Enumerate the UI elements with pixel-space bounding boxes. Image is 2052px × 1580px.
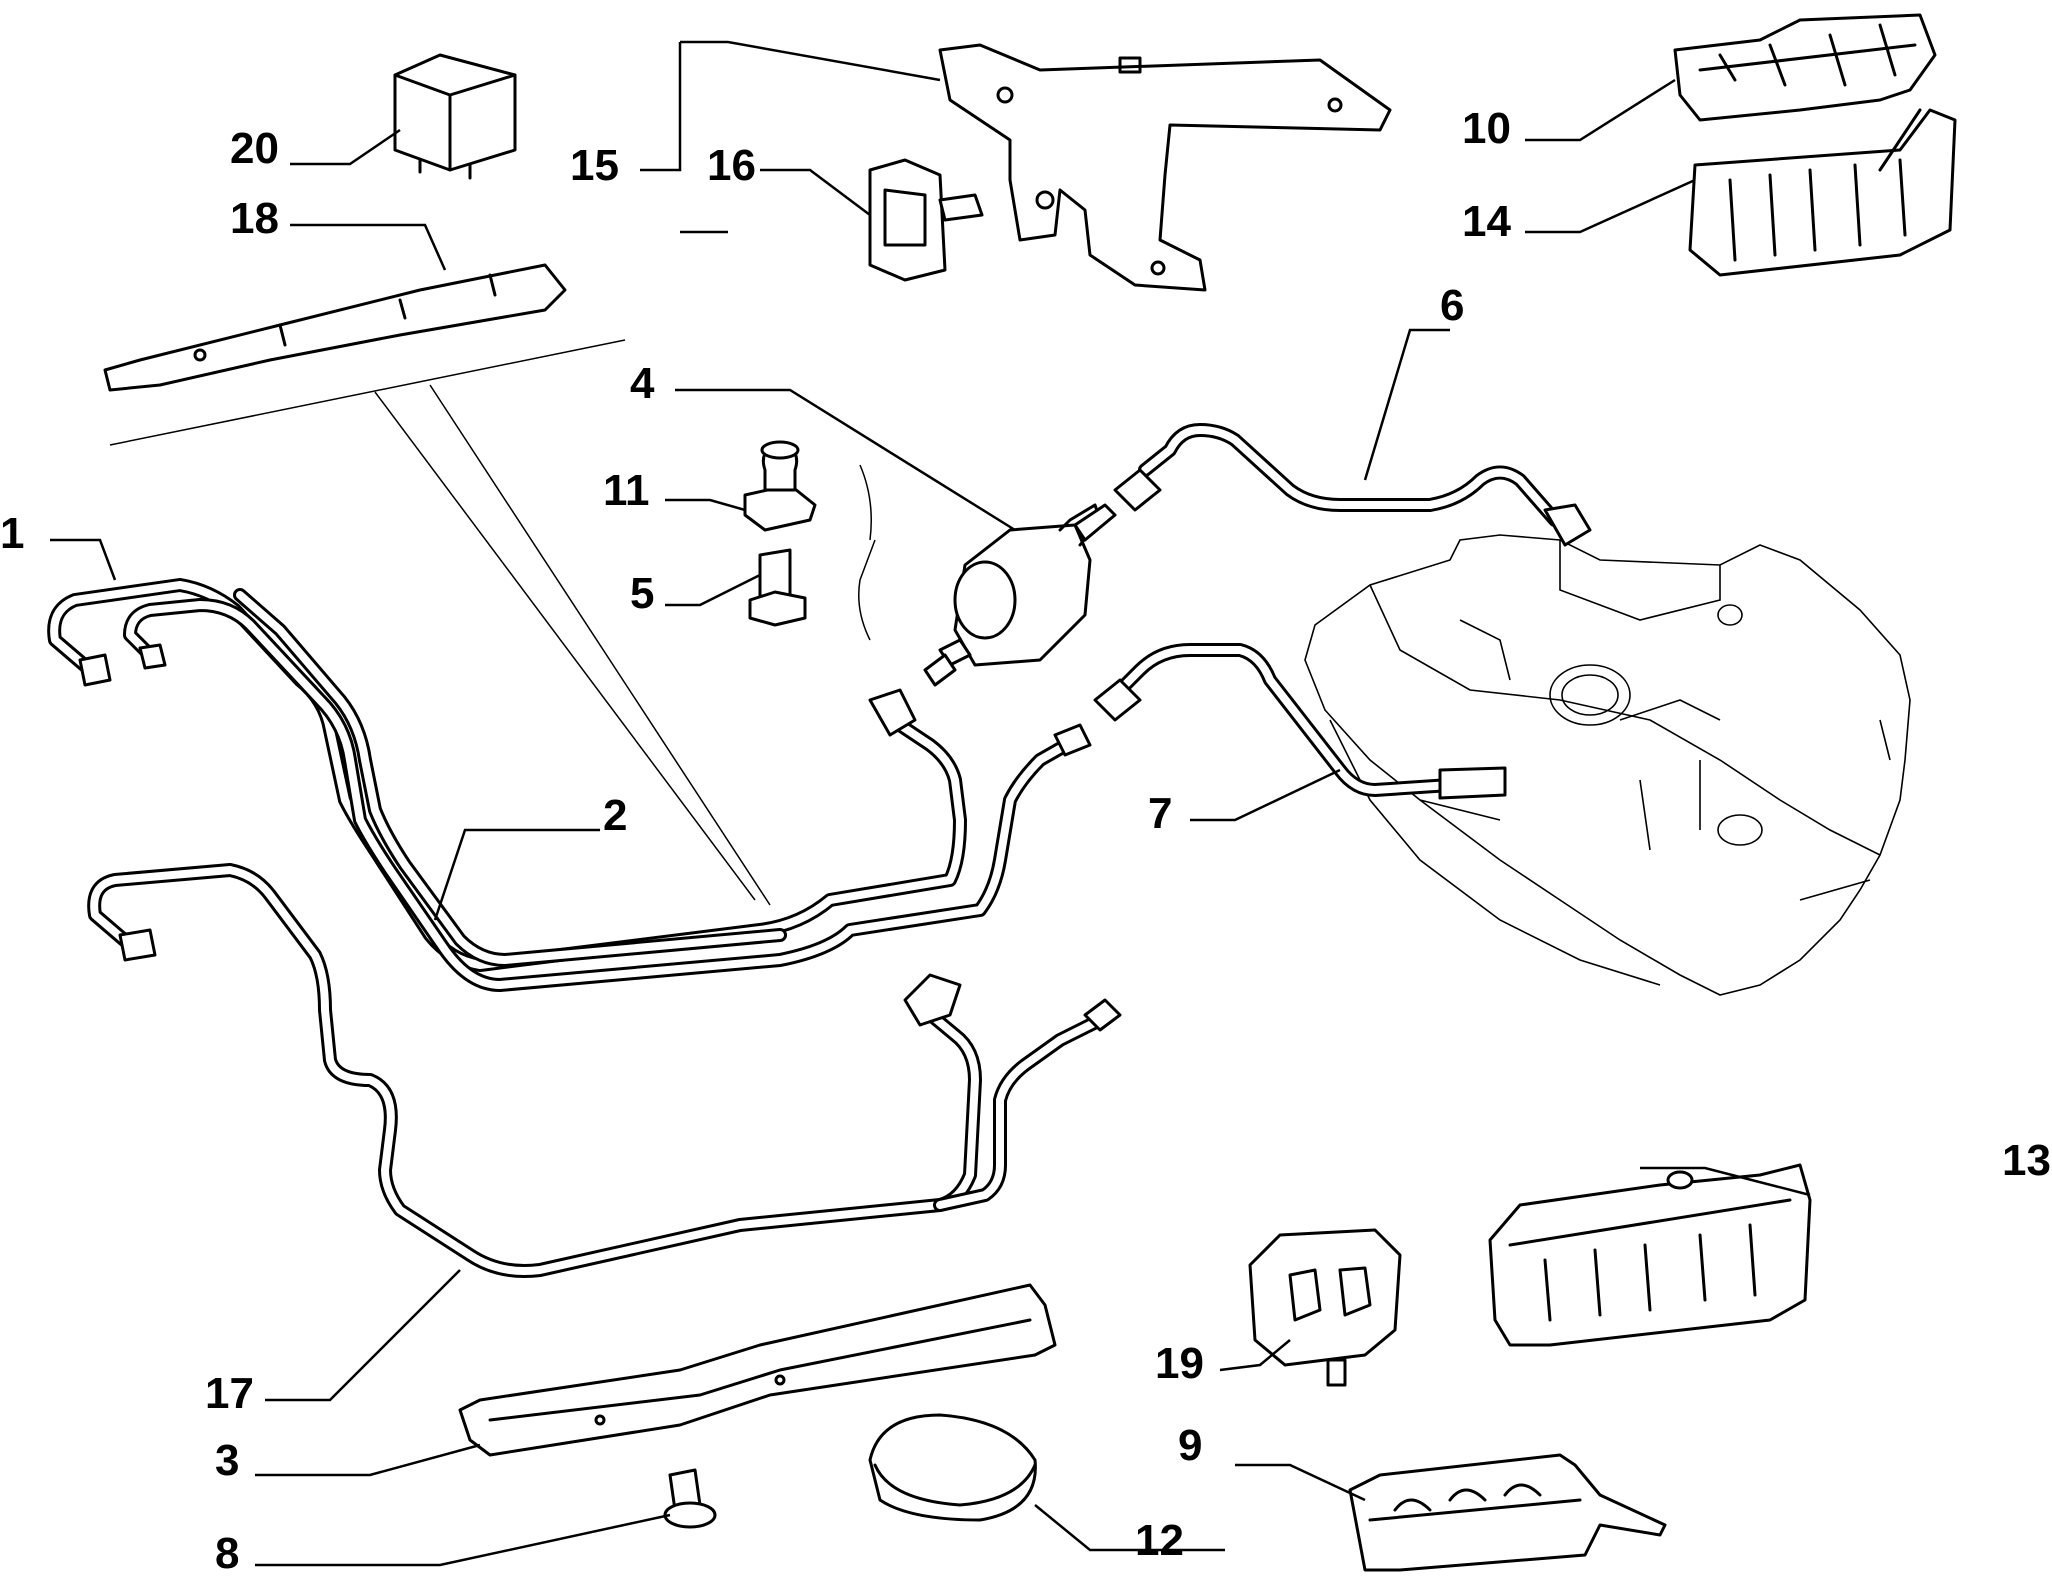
part-6-fuel-pipe: [1113, 423, 1592, 547]
part-12-grommet: [868, 1413, 1037, 1522]
callout-5: 5: [630, 569, 654, 618]
callout-6: 6: [1440, 281, 1464, 330]
part-5-bolt: [748, 548, 807, 627]
callout-20: 20: [230, 124, 279, 173]
part-9-clip-strip: [1348, 1453, 1667, 1572]
callout-18: 18: [230, 194, 279, 243]
part-15-mounting-bracket: [938, 43, 1392, 292]
callout-4: 4: [630, 359, 655, 408]
part-3-bracket: [458, 1283, 1057, 1457]
callout-7: 7: [1148, 789, 1172, 838]
guide-lines: [109, 339, 771, 906]
part-20-relay: [393, 53, 517, 180]
callout-13: 13: [2002, 1136, 2051, 1185]
callout-1: 1: [0, 509, 24, 558]
part-7-fuel-pipe: [1093, 643, 1507, 800]
part-16-clip: [868, 158, 984, 282]
part-13-connector-block: [1488, 1163, 1812, 1347]
part-8-screw: [663, 1468, 717, 1529]
callout-3: 3: [215, 1436, 239, 1485]
part-14-connector: [1688, 108, 1957, 277]
callout-11: 11: [603, 466, 650, 515]
callout-10: 10: [1462, 104, 1511, 153]
callout-labels: 20 18 15 16 10 14 6 4 11 5 1 2 7 13 17 3…: [0, 104, 2051, 1578]
callout-17: 17: [205, 1369, 254, 1418]
part-11-fitting: [743, 440, 817, 532]
callout-15: 15: [570, 141, 619, 190]
part-19-clip: [1248, 1228, 1402, 1387]
part-18-bracket: [103, 263, 567, 392]
callout-8: 8: [215, 1529, 239, 1578]
fuel-tank: [1304, 534, 1911, 996]
callout-19: 19: [1155, 1339, 1204, 1388]
callout-12: 12: [1135, 1516, 1184, 1565]
part-4-fuel-filter: [858, 464, 1117, 687]
leader-lines: [50, 40, 1811, 1567]
part-10-connector: [1673, 13, 1937, 122]
callout-14: 14: [1462, 197, 1511, 246]
part-1-2-fuel-pipes: [47, 578, 1092, 992]
part-17-fuel-pipe: [87, 863, 1122, 1278]
callout-9: 9: [1178, 1421, 1202, 1470]
callout-16: 16: [707, 141, 756, 190]
callout-2: 2: [603, 791, 627, 840]
